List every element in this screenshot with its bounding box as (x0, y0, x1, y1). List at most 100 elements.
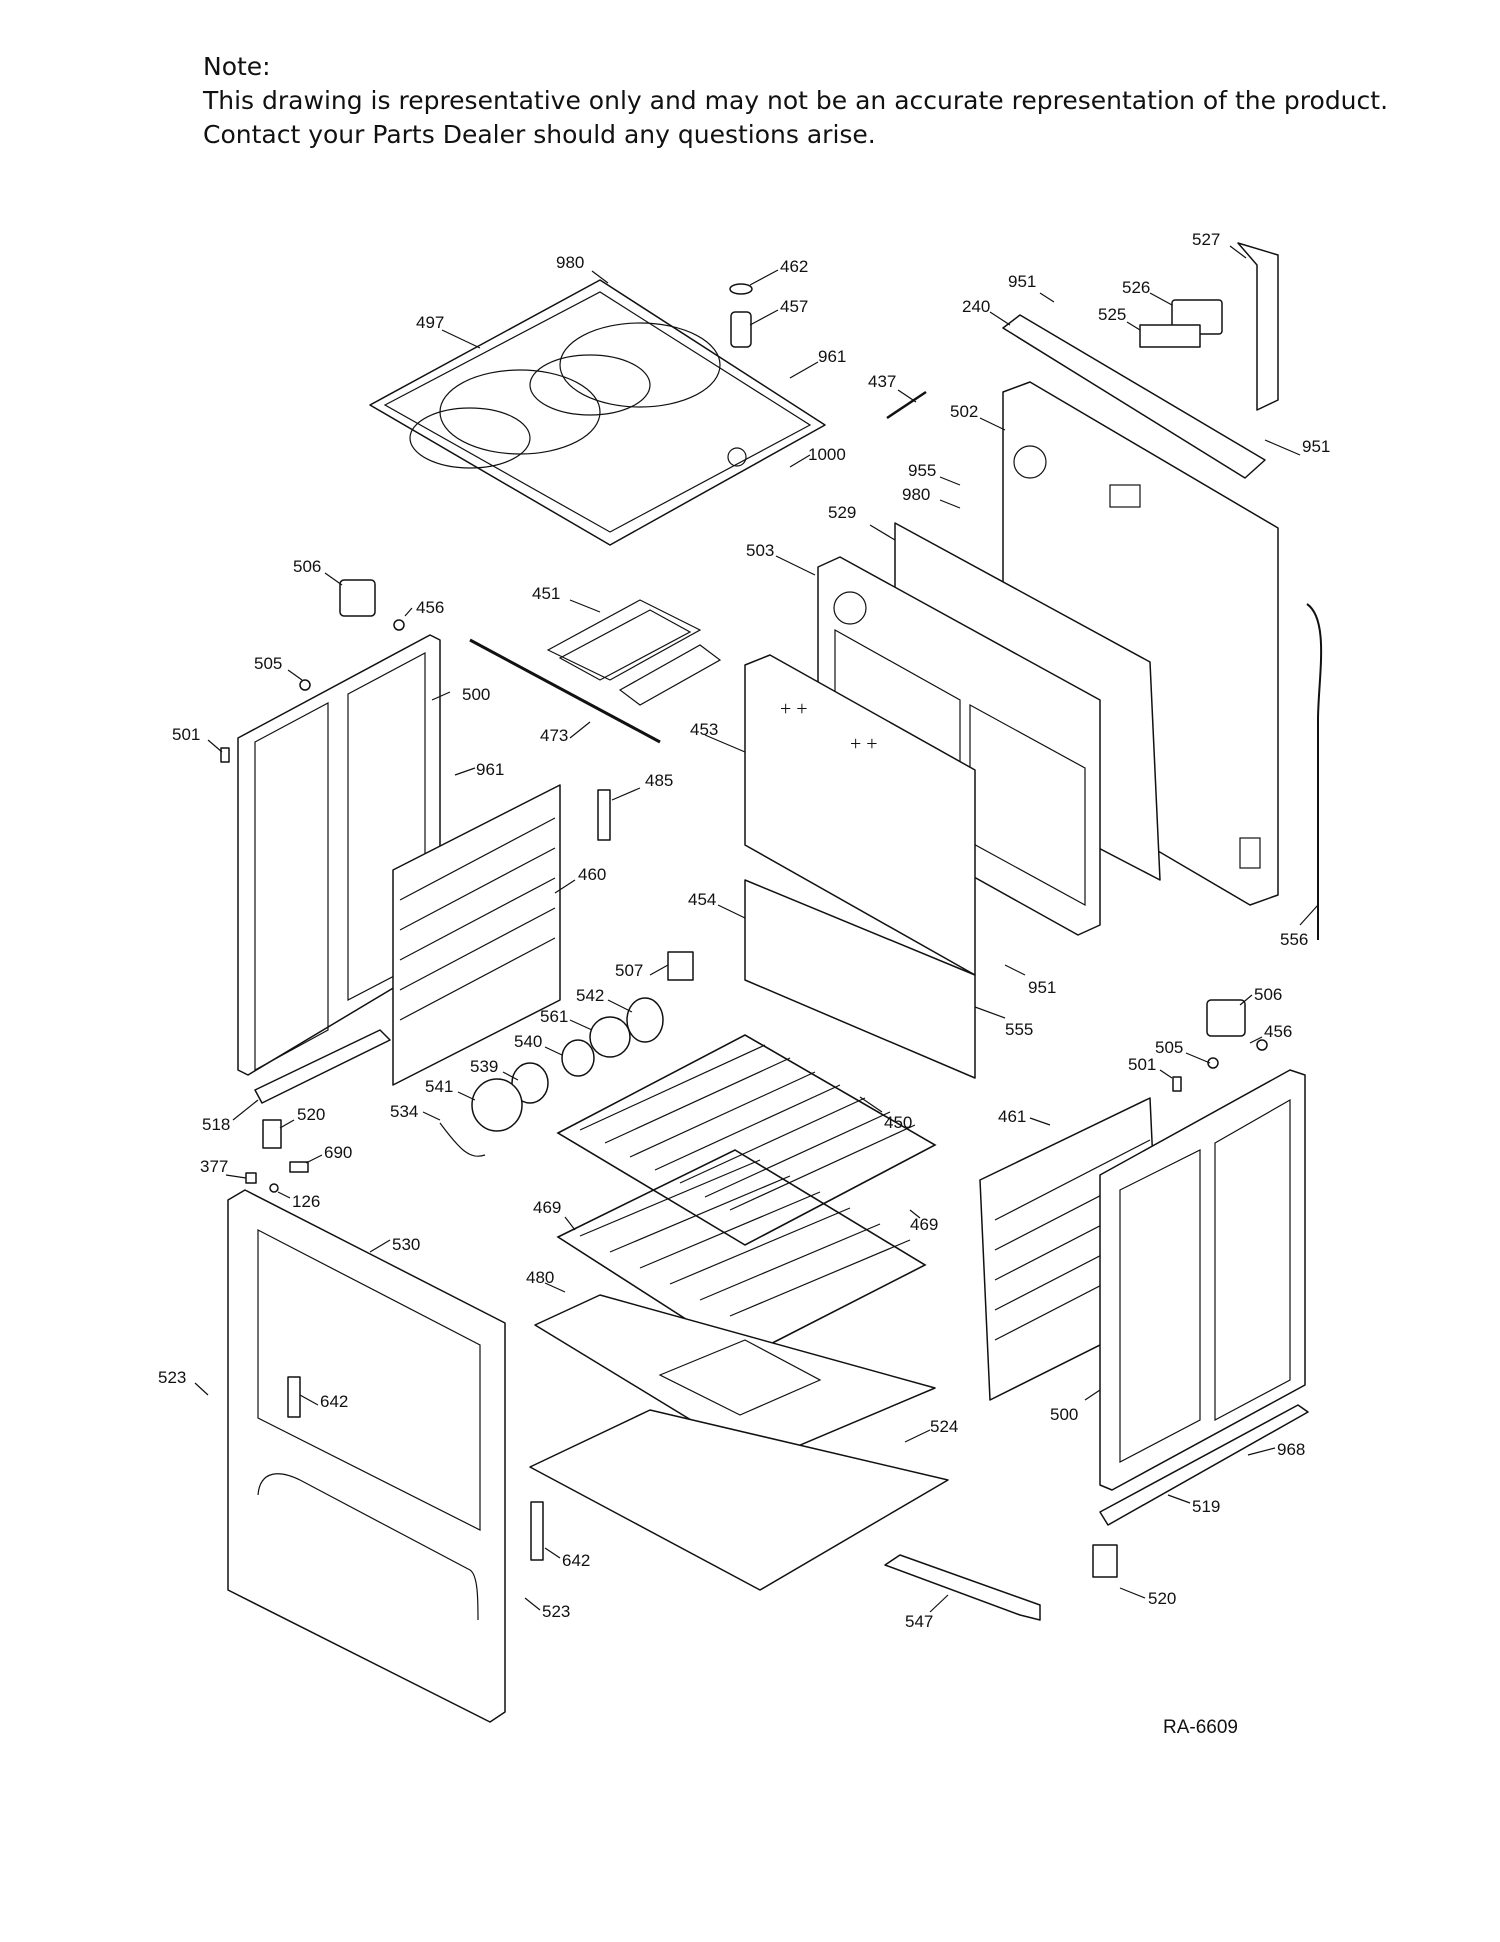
callout-540: 540 (514, 1032, 542, 1051)
part-539 (511, 1062, 549, 1104)
callout-500: 500 (1050, 1405, 1078, 1424)
callout-951: 951 (1008, 272, 1036, 291)
part-240 (1002, 314, 1266, 479)
part-cooktop-497 (369, 279, 826, 546)
callout-506: 506 (293, 557, 321, 576)
part-377 (245, 1172, 257, 1184)
part-506-right (1206, 999, 1246, 1037)
part-right-side-500 (1099, 1069, 1306, 1491)
callout-523: 523 (542, 1602, 570, 1621)
part-456-right (1256, 1039, 1268, 1051)
part-505-left (299, 679, 311, 691)
callout-461: 461 (998, 1107, 1026, 1126)
callout-539: 539 (470, 1057, 498, 1076)
part-126 (269, 1183, 279, 1193)
part-525 (1139, 324, 1201, 348)
callout-497: 497 (416, 313, 444, 332)
callout-980: 980 (556, 253, 584, 272)
svg-text:+ +: + + (850, 733, 878, 755)
callout-500: 500 (462, 685, 490, 704)
part-bracket-527 (1237, 242, 1279, 411)
callout-530: 530 (392, 1235, 420, 1254)
part-leg-520-left (262, 1119, 282, 1149)
callout-485: 485 (645, 771, 673, 790)
callout-469: 469 (533, 1198, 561, 1217)
part-456-left (393, 619, 405, 631)
part-rack-support-460 (392, 784, 561, 1086)
part-rod-437 (886, 390, 927, 420)
callout-460: 460 (578, 865, 606, 884)
callout-961: 961 (476, 760, 504, 779)
callout-456: 456 (416, 598, 444, 617)
callout-518: 518 (202, 1115, 230, 1134)
part-519 (1099, 1404, 1309, 1526)
callout-690: 690 (324, 1143, 352, 1162)
part-bracket-473 (469, 638, 661, 744)
part-bottom-plate-524 (529, 1409, 949, 1591)
callout-642: 642 (320, 1392, 348, 1411)
part-oven-bottom-480 (534, 1294, 936, 1463)
callout-547: 547 (905, 1612, 933, 1631)
svg-text:+ +: + + (780, 698, 808, 720)
callout-473: 473 (540, 726, 568, 745)
part-542 (626, 997, 664, 1043)
callout-502: 502 (950, 402, 978, 421)
part-518 (254, 1029, 391, 1104)
callout-524: 524 (930, 1417, 958, 1436)
part-door-glass-453: + + + + (744, 654, 976, 976)
callout-377: 377 (200, 1157, 228, 1176)
part-485 (597, 789, 611, 841)
callout-437: 437 (868, 372, 896, 391)
callout-955: 955 (908, 461, 936, 480)
callout-457: 457 (780, 297, 808, 316)
callout-507: 507 (615, 961, 643, 980)
part-element-451 (546, 599, 722, 706)
callout-527: 527 (1192, 230, 1220, 249)
callout-480: 480 (526, 1268, 554, 1287)
part-501-right (1172, 1076, 1182, 1092)
part-462-457 (729, 283, 753, 348)
callout-501: 501 (1128, 1055, 1156, 1074)
callout-456: 456 (1264, 1022, 1292, 1041)
callout-469: 469 (910, 1215, 938, 1234)
diagram-code: RA-6609 (1163, 1717, 1238, 1738)
part-540 (561, 1039, 595, 1077)
callout-450: 450 (884, 1113, 912, 1132)
part-690 (289, 1161, 309, 1173)
part-561 (589, 1016, 631, 1058)
drawing-note: Note: This drawing is representative onl… (203, 50, 1388, 152)
part-leg-520-right (1092, 1544, 1118, 1578)
part-hinge-642-lower (530, 1501, 544, 1561)
callout-555: 555 (1005, 1020, 1033, 1039)
callout-951: 951 (1302, 437, 1330, 456)
part-door-lower-454 (744, 879, 976, 1079)
note-line-2: Contact your Parts Dealer should any que… (203, 120, 876, 149)
callout-506: 506 (1254, 985, 1282, 1004)
callout-503: 503 (746, 541, 774, 560)
part-cord-556 (1306, 603, 1323, 940)
part-505-right (1207, 1057, 1219, 1069)
callout-454: 454 (688, 890, 716, 909)
callout-520: 520 (1148, 1589, 1176, 1608)
part-oven-rack-450 (556, 1034, 937, 1246)
callout-505: 505 (1155, 1038, 1183, 1057)
callout-529: 529 (828, 503, 856, 522)
part-hinge-642-upper (287, 1376, 301, 1418)
callout-462: 462 (780, 257, 808, 276)
callout-labels: 980 462 457 497 961 1000 437 527 951 526… (158, 230, 1330, 1738)
callout-501: 501 (172, 725, 200, 744)
callout-968: 968 (1277, 1440, 1305, 1459)
callout-520: 520 (297, 1105, 325, 1124)
callout-542: 542 (576, 986, 604, 1005)
part-506-left (339, 579, 376, 617)
callout-523: 523 (158, 1368, 186, 1387)
callout-961: 961 (818, 347, 846, 366)
callout-534: 534 (390, 1102, 418, 1121)
part-501-left (220, 747, 230, 763)
part-oven-rack-469 (556, 1149, 927, 1358)
callout-453: 453 (690, 720, 718, 739)
callout-951: 951 (1028, 978, 1056, 997)
part-547 (884, 1554, 1041, 1621)
callout-541: 541 (425, 1077, 453, 1096)
